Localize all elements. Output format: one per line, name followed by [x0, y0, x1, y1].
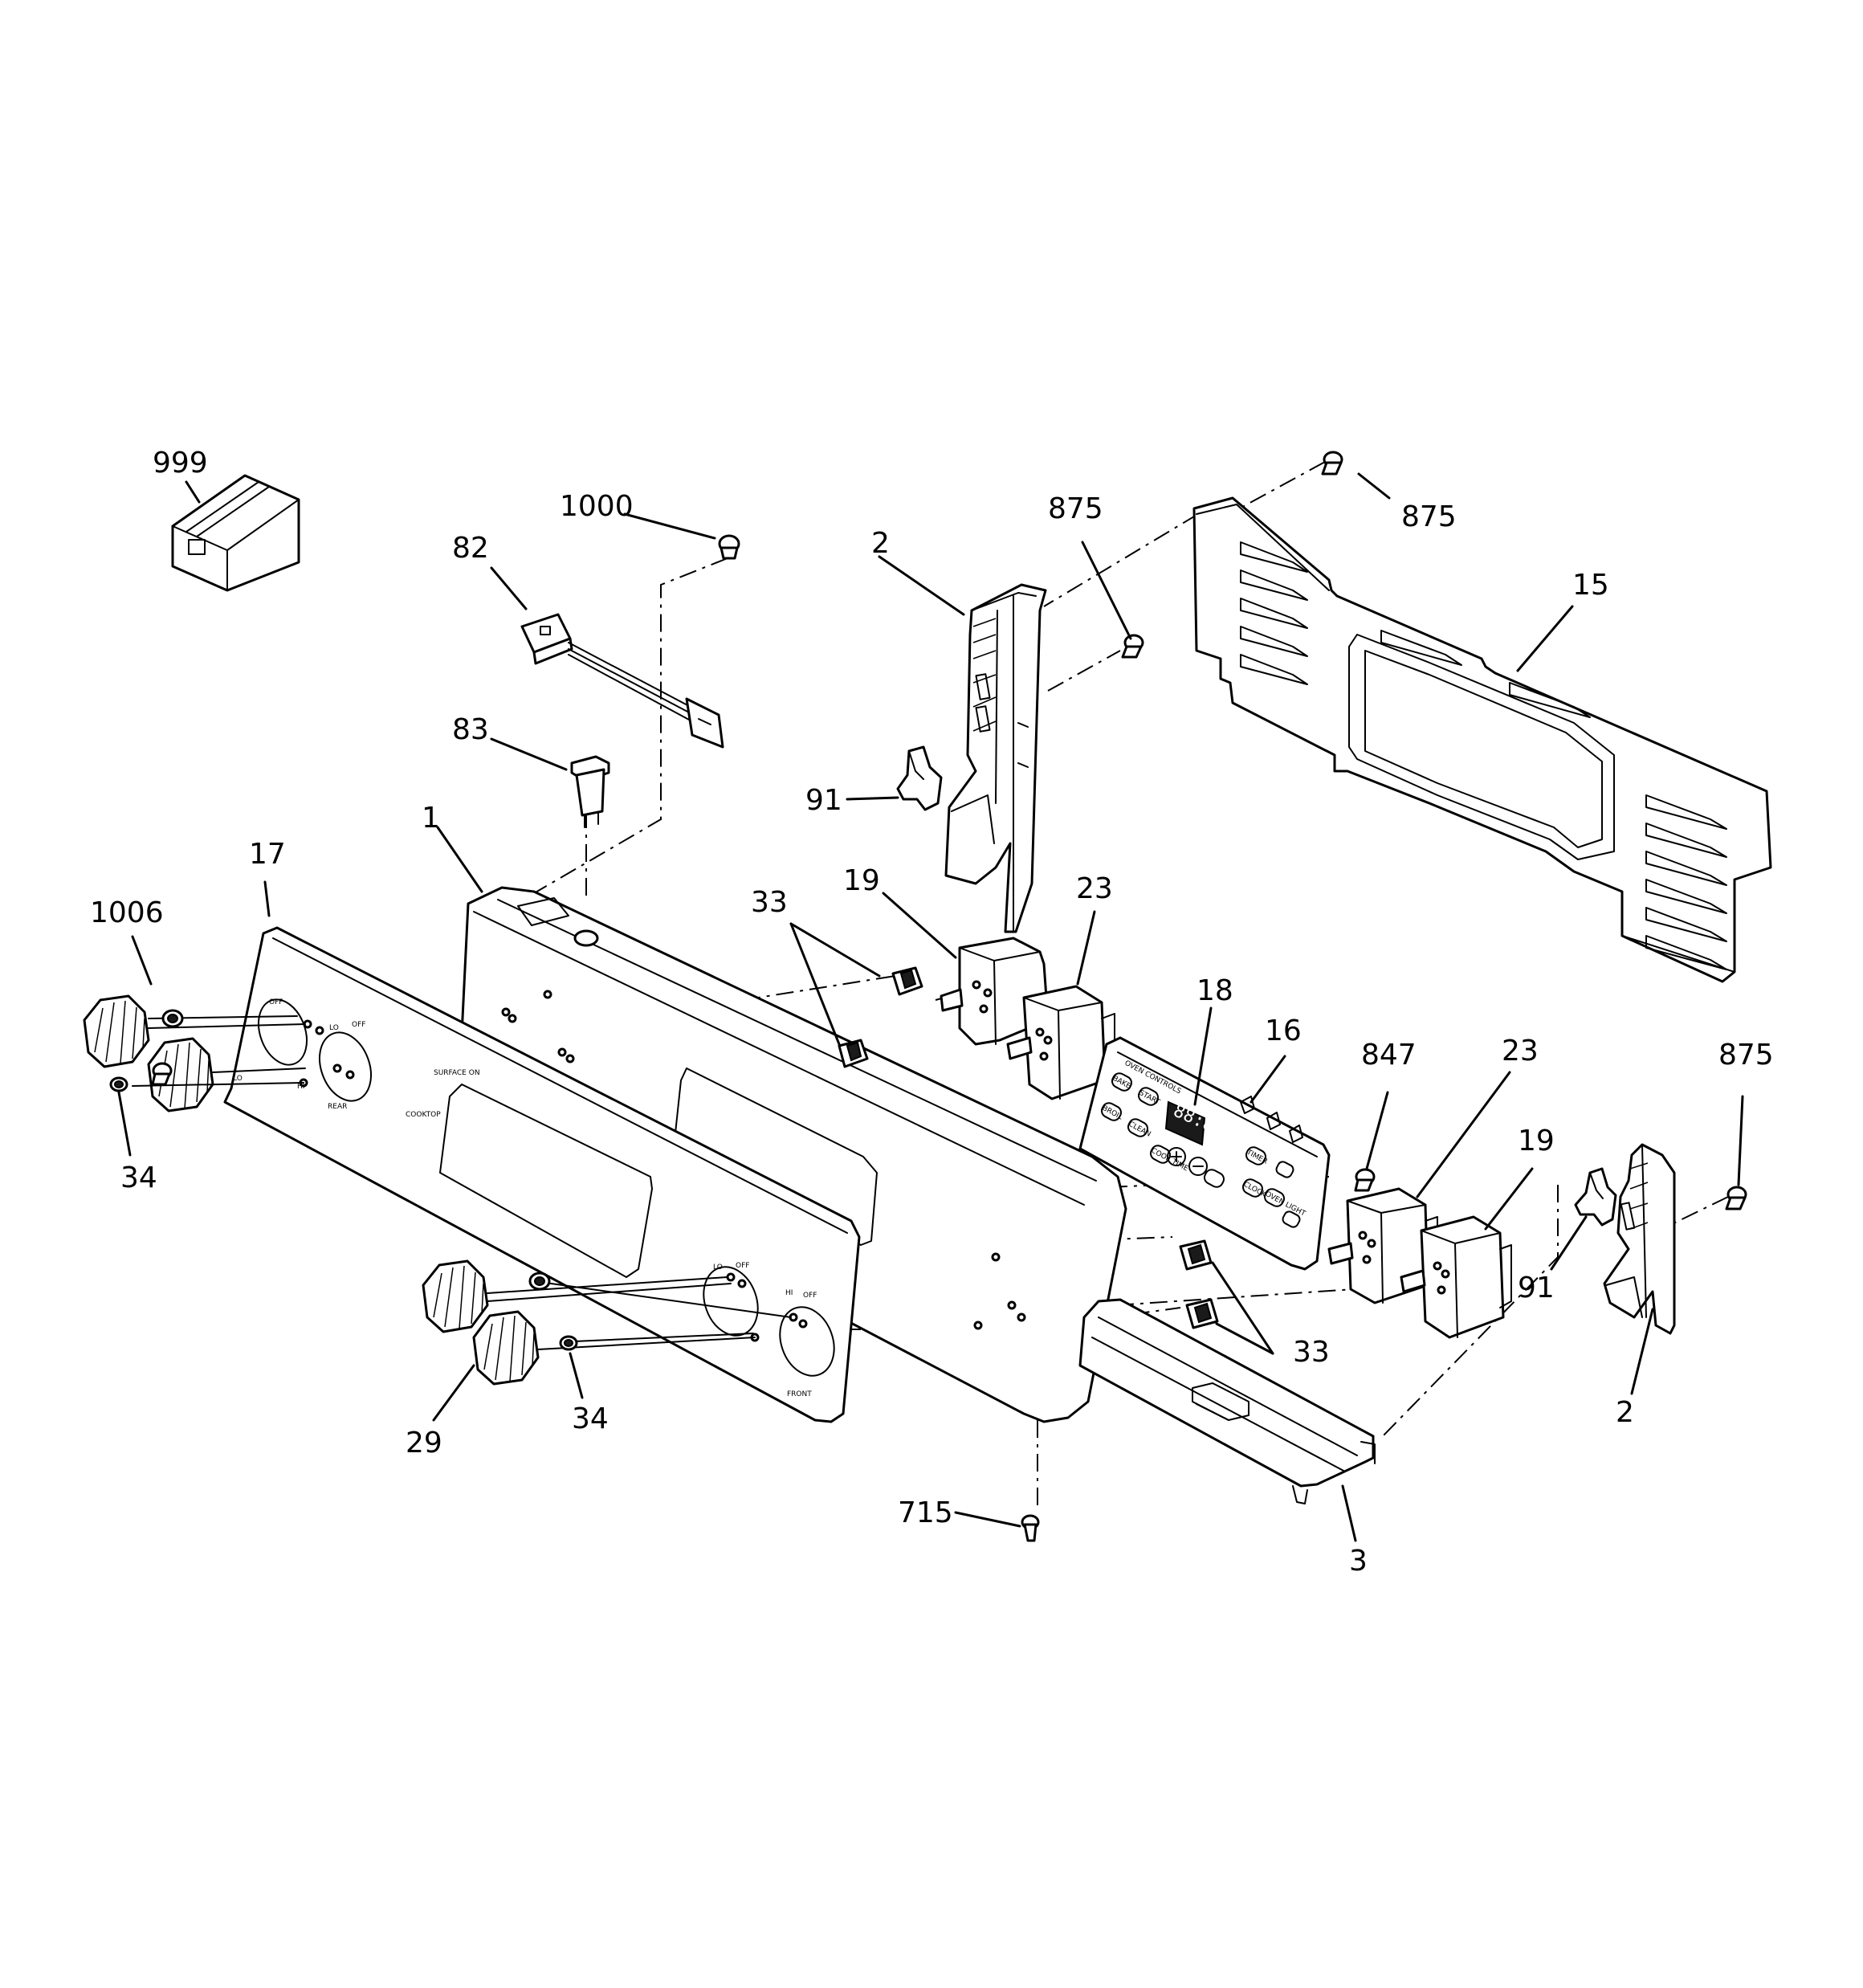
part-33-clip-1	[891, 966, 923, 996]
text-hi-2: HI	[785, 1289, 793, 1297]
callout-29: 29	[406, 1427, 442, 1459]
part-23-switch-left	[1006, 985, 1115, 1100]
text-surface-on: SURFACE ON	[434, 1069, 480, 1077]
callout-33-top: 33	[751, 886, 788, 919]
callout-999: 999	[153, 447, 208, 480]
part-34-clip-1	[161, 1009, 184, 1028]
text-off-4: OFF	[803, 1292, 817, 1300]
part-83-switch	[570, 755, 610, 828]
text-off-3: OFF	[736, 1262, 749, 1270]
part-19-switch-right	[1400, 1215, 1512, 1339]
callout-16: 16	[1265, 1014, 1302, 1047]
callout-2-right: 2	[1616, 1396, 1634, 1429]
part-16-electronic-control: OVEN CONTROLS BAKE BROIL START CLEAN COO…	[1078, 1036, 1331, 1271]
text-lo-2: LO	[233, 1075, 243, 1083]
part-82-wire-harness	[520, 613, 724, 749]
callout-17: 17	[249, 838, 286, 871]
part-29-knob-1	[83, 994, 150, 1068]
part-875-screw-right	[1725, 1186, 1747, 1210]
callout-875-top: 875	[1401, 500, 1457, 533]
callout-3: 3	[1349, 1545, 1368, 1578]
text-lo-3: LO	[713, 1263, 723, 1272]
leader-lines	[117, 472, 1744, 1542]
part-15-rear-cover	[1192, 496, 1772, 983]
part-91-clip-left	[896, 745, 943, 811]
text-cooktop: COOKTOP	[406, 1111, 441, 1119]
callout-19-left: 19	[843, 864, 880, 897]
callout-labels: 999 1000 82 83 2 875 875 15 91 1 17 1006…	[90, 447, 1774, 1578]
callout-847: 847	[1361, 1039, 1417, 1072]
part-34-clip-3	[528, 1272, 551, 1291]
part-33-clip-2	[838, 1039, 869, 1068]
callout-91-left: 91	[805, 784, 842, 817]
callout-1006: 1006	[90, 896, 164, 929]
callout-1000: 1000	[560, 490, 634, 523]
callout-34-left: 34	[120, 1161, 157, 1194]
callout-83: 83	[452, 713, 489, 746]
part-33-clip-3	[1179, 1239, 1213, 1271]
part-2-side-bracket-left	[944, 583, 1047, 933]
text-rear: REAR	[328, 1103, 347, 1111]
callout-1: 1	[422, 802, 440, 835]
text-off-2: OFF	[352, 1021, 365, 1029]
part-2-side-bracket-right	[1603, 1143, 1676, 1335]
callout-19-right: 19	[1518, 1125, 1555, 1157]
callout-33-bottom: 33	[1293, 1336, 1330, 1369]
part-847-screw	[1354, 1168, 1376, 1192]
part-875-screw-top	[1321, 451, 1343, 476]
callout-82: 82	[452, 532, 489, 565]
callout-23-left: 23	[1076, 872, 1113, 905]
text-hi-1: HI	[297, 1083, 304, 1091]
part-91-clip-right	[1574, 1167, 1617, 1227]
part-34-clip-2	[109, 1076, 128, 1092]
part-715-screw	[1021, 1514, 1040, 1542]
part-34-clip-4	[559, 1335, 578, 1351]
callout-23-right: 23	[1502, 1035, 1539, 1067]
text-off-1: OFF	[269, 998, 283, 1006]
callout-875-right: 875	[1718, 1039, 1774, 1072]
callout-18: 18	[1196, 974, 1233, 1007]
part-33-clip-4	[1185, 1298, 1219, 1329]
part-29-knob-3	[422, 1259, 489, 1333]
text-lo-1: LO	[329, 1024, 339, 1032]
callout-875-mid: 875	[1048, 492, 1103, 525]
callout-2-left: 2	[871, 527, 890, 560]
callout-715: 715	[898, 1496, 953, 1529]
callout-15: 15	[1572, 569, 1609, 602]
part-875-screw-mid	[1121, 634, 1144, 659]
part-1006-screw	[151, 1062, 173, 1086]
callout-91-right: 91	[1518, 1272, 1555, 1304]
part-1000-screw	[718, 534, 740, 560]
callout-34-bottom: 34	[572, 1402, 609, 1435]
part-3-trim-strip	[1078, 1298, 1376, 1504]
text-front: FRONT	[787, 1390, 812, 1398]
part-29-knob-4	[472, 1310, 540, 1386]
part-999-box	[171, 474, 300, 592]
